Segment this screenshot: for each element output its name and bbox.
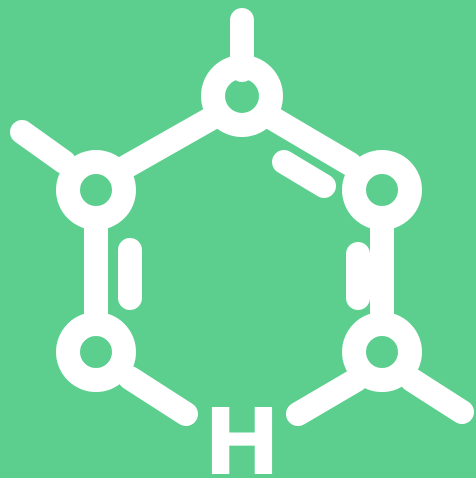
bond-top-left <box>112 106 224 180</box>
atom-right-lower <box>342 312 422 392</box>
atom-left-lower <box>56 312 136 392</box>
bond-top-right-double <box>272 150 336 198</box>
bond-left-stub <box>10 120 76 174</box>
bond-bottom-left <box>118 366 198 426</box>
atom-left-upper <box>56 150 136 230</box>
atom-label-h: H <box>204 389 281 478</box>
atom-right-upper <box>342 150 422 230</box>
atom-top <box>201 55 283 137</box>
bond-right-stub <box>400 368 474 424</box>
bond-top-right <box>260 106 362 176</box>
bond-bottom-right <box>286 368 368 426</box>
